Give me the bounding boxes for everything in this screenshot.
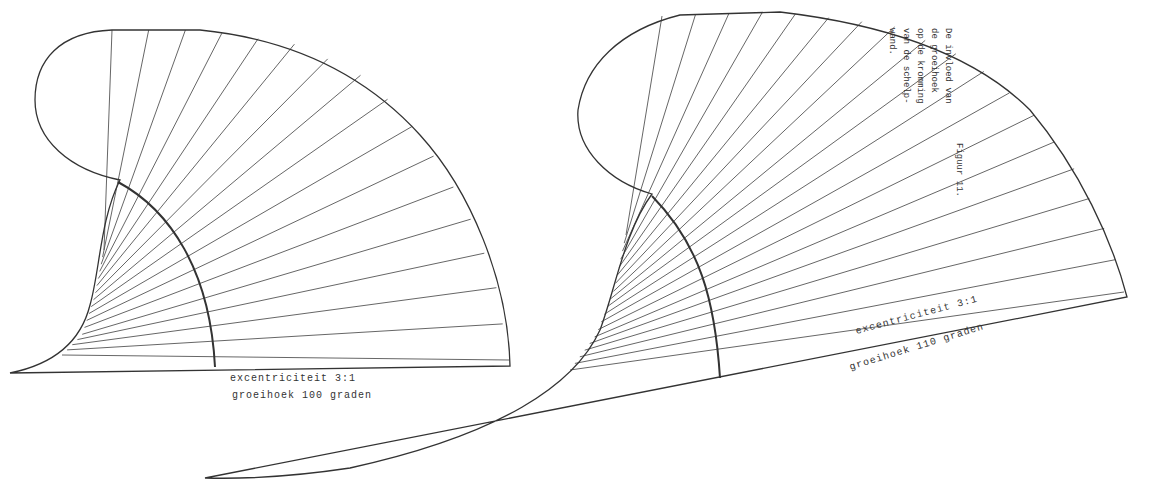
- growth-line: [72, 288, 496, 345]
- growth-lines: [62, 13, 1124, 370]
- growth-line: [94, 75, 361, 299]
- growth-line: [604, 72, 984, 315]
- growth-arc: [652, 196, 720, 378]
- figure-caption: De invloed van de groeihoek op de krommi…: [885, 28, 955, 106]
- growth-line: [590, 169, 1074, 344]
- growth-line: [100, 33, 222, 271]
- growth-line: [621, 13, 763, 260]
- growth-line: [96, 59, 328, 293]
- growth-line: [87, 156, 434, 320]
- growth-line: [570, 292, 1124, 370]
- growth-line: [91, 99, 387, 306]
- growth-line: [580, 228, 1104, 356]
- growth-line: [97, 44, 295, 285]
- growth-angle-label: groeihoek 100 graden: [232, 390, 372, 402]
- shell-outline: [10, 30, 510, 373]
- growth-line: [619, 14, 796, 267]
- growth-line: [98, 39, 258, 279]
- growth-line: [616, 22, 862, 284]
- growth-line: [575, 260, 1115, 364]
- growth-arc: [118, 182, 215, 367]
- eccentricity-label: excentriciteit 3:1: [230, 373, 356, 385]
- growth-line: [67, 324, 503, 350]
- shell-outline: [205, 12, 1127, 478]
- figure-number: Figuur 11.: [952, 143, 966, 197]
- growth-line: [617, 18, 828, 276]
- growth-line: [610, 40, 925, 299]
- growth-line: [595, 142, 1054, 337]
- growth-line: [614, 27, 895, 291]
- growth-line: [77, 253, 484, 339]
- growth-line: [89, 126, 412, 313]
- growth-line: [85, 187, 454, 327]
- growth-line: [103, 30, 149, 257]
- growth-line: [62, 355, 509, 360]
- growth-line: [585, 199, 1090, 351]
